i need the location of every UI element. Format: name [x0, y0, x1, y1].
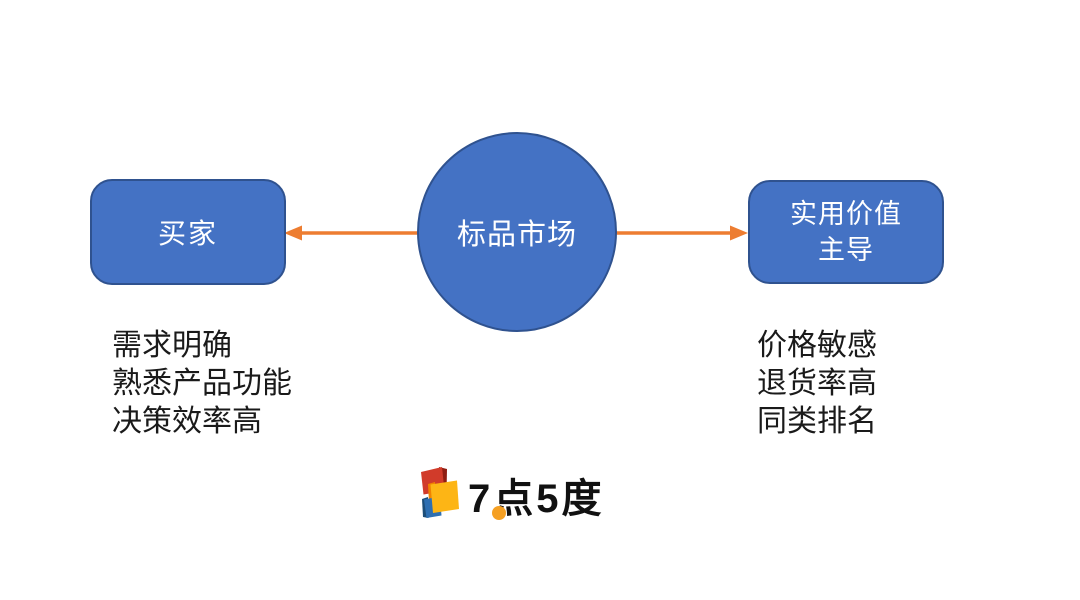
brand-logo-icon	[421, 467, 459, 518]
value-point-2: 退货率高	[757, 367, 877, 400]
value-point-1: 价格敏感	[757, 329, 877, 362]
buyer-points: 需求明确 熟悉产品功能 决策效率高	[112, 327, 292, 441]
value-points: 价格敏感 退货率高 同类排名	[757, 327, 877, 441]
buyer-point-1: 需求明确	[112, 329, 232, 362]
value-box-label: 实用价值 主导	[790, 196, 902, 268]
buyer-point-2: 熟悉产品功能	[112, 367, 292, 400]
logo-char-7: 7	[468, 477, 494, 521]
value-box-line-1: 实用价值	[790, 199, 902, 229]
buyer-box-label: 买家	[157, 218, 218, 249]
value-point-3: 同类排名	[757, 405, 877, 438]
right-arrow	[600, 225, 748, 241]
logo-orange-dot-icon	[492, 506, 507, 520]
left-arrow	[284, 225, 436, 241]
market-circle-label: 标品市场	[456, 219, 577, 251]
buyer-box: 买家	[90, 179, 286, 285]
value-box-line-2: 主导	[818, 235, 874, 265]
value-box: 实用价值 主导	[748, 180, 944, 284]
logo-char-du: 度	[561, 477, 605, 521]
logo-char-dian: 点	[492, 477, 537, 521]
market-circle: 标品市场	[417, 132, 617, 332]
buyer-point-3: 决策效率高	[112, 405, 262, 438]
logo-char-5: 5	[536, 477, 562, 521]
